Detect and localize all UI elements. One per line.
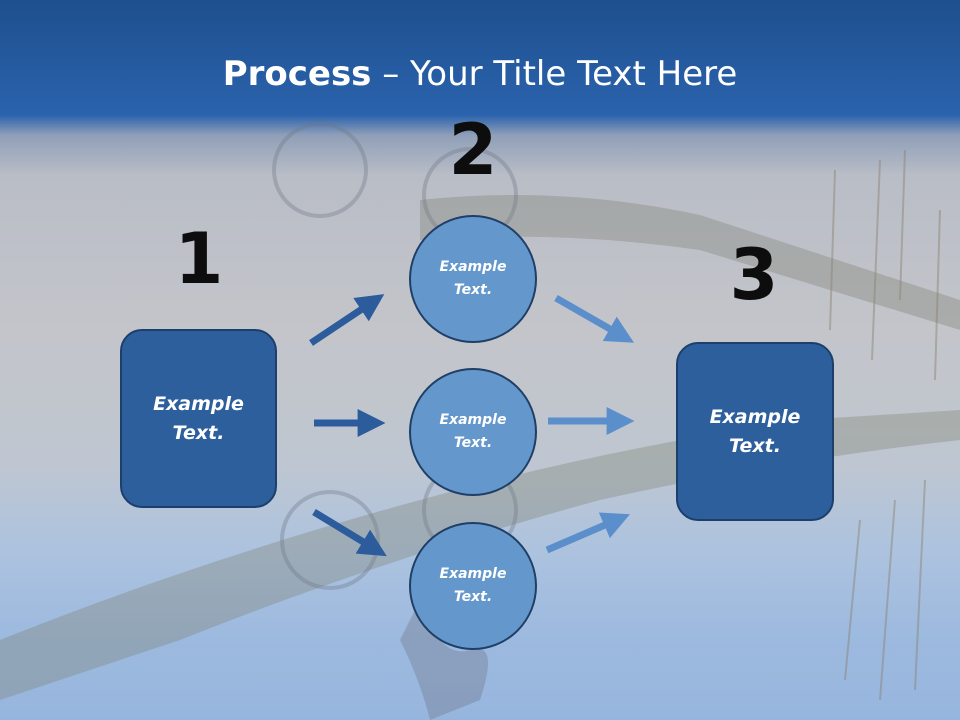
step-number-1: 1 xyxy=(174,218,224,300)
slide-title: Process – Your Title Text Here xyxy=(0,52,960,96)
arrow-down-right-left xyxy=(312,509,387,557)
title-bold: Process xyxy=(222,54,372,94)
circle-bottom-text: Example Text. xyxy=(439,566,507,605)
circle-top-text: Example Text. xyxy=(439,259,507,298)
step-1-text: Example Text. xyxy=(153,392,244,444)
arrow-down-right-right xyxy=(554,294,635,343)
circle-middle-text: Example Text. xyxy=(439,412,507,451)
step-3-box: Example Text. xyxy=(676,342,834,521)
step-number-2: 2 xyxy=(448,109,498,191)
step-number-3: 3 xyxy=(729,234,779,316)
circle-bottom: Example Text. xyxy=(409,522,537,650)
step-3-text: Example Text. xyxy=(709,405,801,457)
circle-top: Example Text. xyxy=(409,215,537,343)
circle-middle: Example Text. xyxy=(409,368,537,496)
step-1-box: Example Text. xyxy=(120,329,277,508)
arrow-up-right-left xyxy=(309,294,385,346)
title-rest: – Your Title Text Here xyxy=(371,54,738,94)
arrow-up-right-right xyxy=(545,512,631,554)
